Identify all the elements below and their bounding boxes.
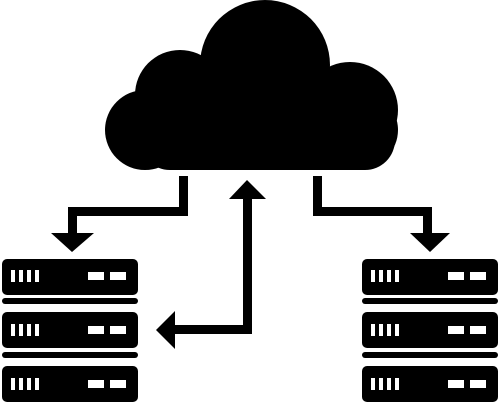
arrow-left [156, 311, 252, 349]
rack-rail [2, 352, 138, 358]
server-unit [2, 259, 138, 295]
server-unit [362, 312, 498, 348]
server-unit [2, 366, 138, 402]
server-rack-right [362, 259, 498, 402]
cloud-icon [105, 0, 398, 170]
server-unit [2, 312, 138, 348]
arrow-down-left [51, 176, 188, 252]
arrow-up-center [229, 180, 266, 334]
rack-rail [2, 298, 138, 304]
server-unit [362, 366, 498, 402]
arrow-down-right [313, 176, 450, 252]
rack-rail [362, 298, 498, 304]
server-unit [362, 259, 498, 295]
rack-rail [362, 352, 498, 358]
server-rack-left [2, 259, 138, 402]
